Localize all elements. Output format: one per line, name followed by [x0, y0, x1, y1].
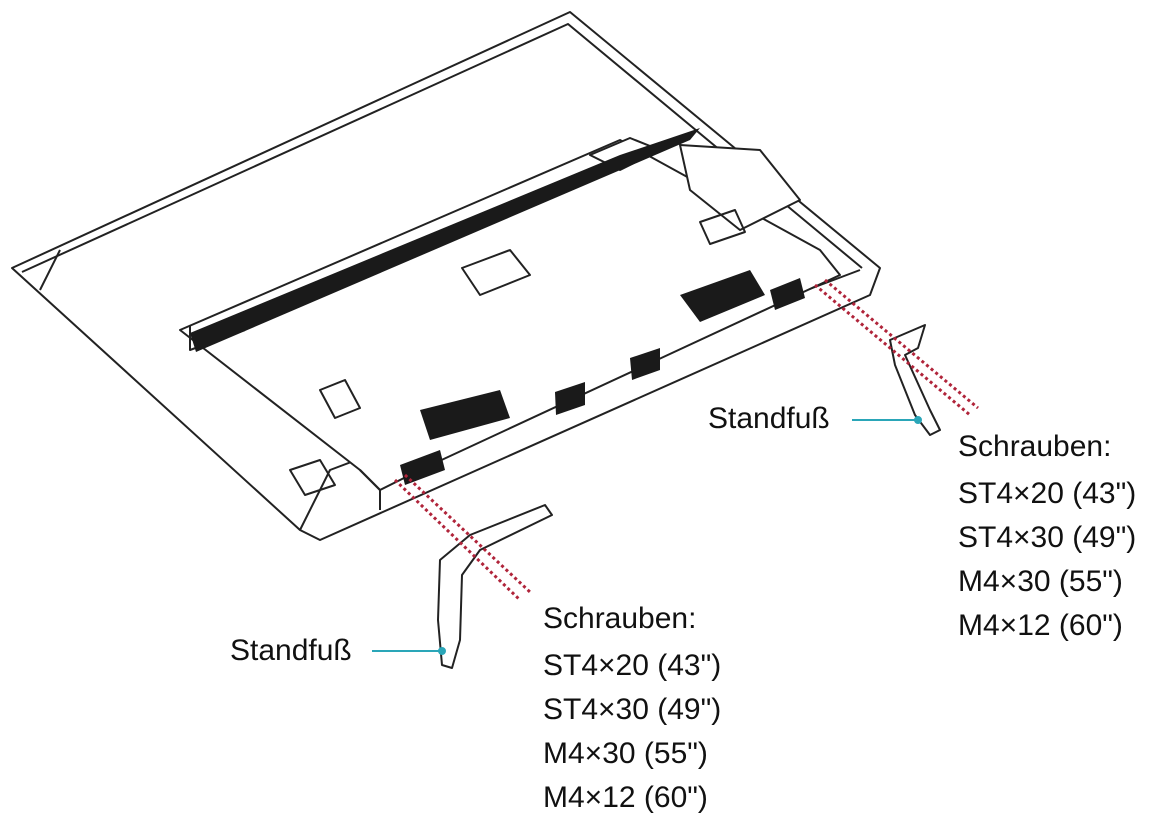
screw-spec: M4×12 (60") [958, 609, 1123, 642]
screw-spec: M4×12 (60") [543, 781, 708, 814]
screw-spec: ST4×20 (43") [543, 649, 722, 682]
screw-spec: ST4×30 (49") [958, 521, 1137, 554]
right-stand-label: Standfuß [708, 402, 830, 435]
left-stand-label: Standfuß [230, 634, 352, 667]
tv-panel-outline [11, 11, 941, 669]
leader-lines [372, 416, 922, 655]
screw-spec: ST4×20 (43") [958, 477, 1137, 510]
vent-grilles [190, 128, 805, 485]
left-screw-list: ST4×20 (43") ST4×30 (49") M4×30 (55") M4… [543, 644, 721, 820]
left-screws-title: Schrauben: [543, 602, 697, 635]
screw-spec: ST4×30 (49") [543, 693, 722, 726]
screw-spec: M4×30 (55") [958, 565, 1123, 598]
right-screws-title: Schrauben: [958, 430, 1112, 463]
right-screw-list: ST4×20 (43") ST4×30 (49") M4×30 (55") M4… [958, 472, 1136, 648]
screw-paths [393, 278, 979, 602]
screw-spec: M4×30 (55") [543, 737, 708, 770]
